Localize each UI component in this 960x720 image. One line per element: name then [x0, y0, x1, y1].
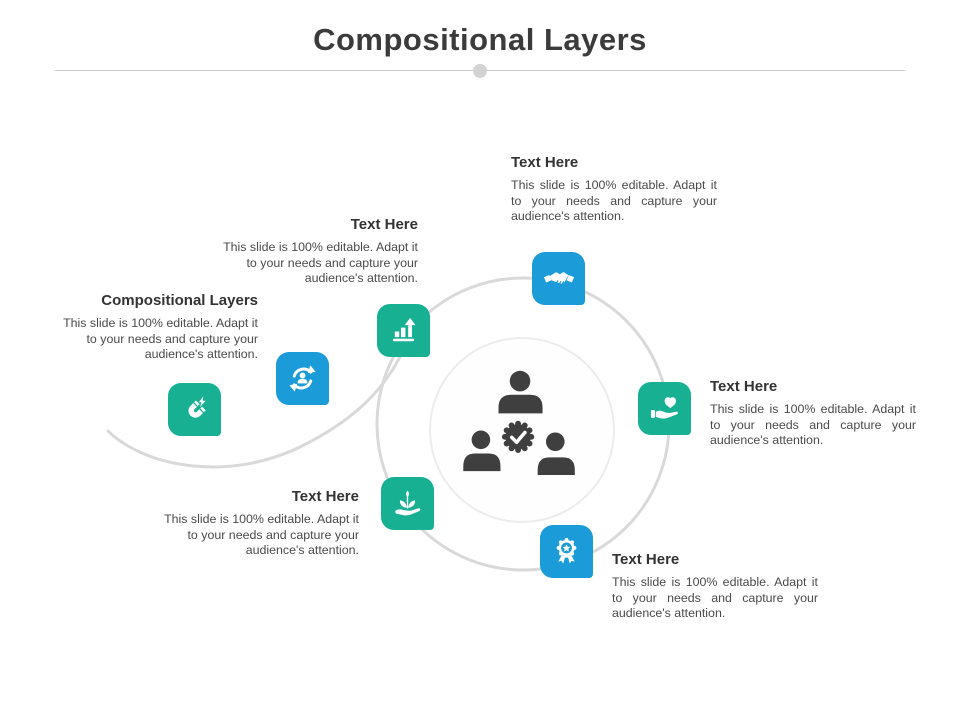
hand-heart-tile [638, 382, 691, 435]
block-heading: Text Here [710, 378, 778, 395]
user-sync-icon [289, 365, 316, 392]
team-icon [463, 370, 575, 476]
text-block-bottom-left: Text Here This slide is 100% editable. A… [153, 488, 359, 559]
bar-chart-tile [377, 304, 430, 357]
text-block-bottom: Text Here This slide is 100% editable. A… [612, 551, 818, 622]
text-block-top: Text Here This slide is 100% editable. A… [511, 154, 717, 225]
team-circle [429, 337, 615, 523]
block-body: This slide is 100% editable. Adapt it to… [710, 402, 916, 448]
block-body: This slide is 100% editable. Adapt it to… [511, 178, 717, 224]
block-heading: Text Here [350, 216, 418, 233]
award-tile [540, 525, 593, 578]
magnet-icon [188, 396, 206, 418]
hand-heart-icon [650, 397, 678, 419]
title-divider-dot [473, 64, 487, 78]
user-sync-tile [276, 352, 329, 405]
plant-hand-tile [381, 477, 434, 530]
text-block-right: Text Here This slide is 100% editable. A… [710, 378, 916, 449]
text-block-upper-left: Text Here This slide is 100% editable. A… [212, 216, 418, 287]
plant-hand-icon [395, 490, 421, 516]
block-body: This slide is 100% editable. Adapt it to… [612, 575, 818, 621]
text-block-left: Compositional Layers This slide is 100% … [52, 292, 258, 363]
block-body: This slide is 100% editable. Adapt it to… [63, 316, 258, 362]
magnet-tile [168, 383, 221, 436]
slide-title: Compositional Layers [313, 22, 647, 57]
handshake-icon [543, 272, 574, 284]
block-heading: Text Here [511, 154, 579, 171]
block-heading: Compositional Layers [101, 292, 258, 309]
block-heading: Text Here [291, 488, 359, 505]
block-body: This slide is 100% editable. Adapt it to… [223, 240, 418, 286]
bar-chart-growth-icon [392, 317, 416, 342]
handshake-tile [532, 252, 585, 305]
block-heading: Text Here [612, 551, 680, 568]
block-body: This slide is 100% editable. Adapt it to… [164, 512, 359, 558]
award-ribbon-icon [556, 538, 577, 564]
